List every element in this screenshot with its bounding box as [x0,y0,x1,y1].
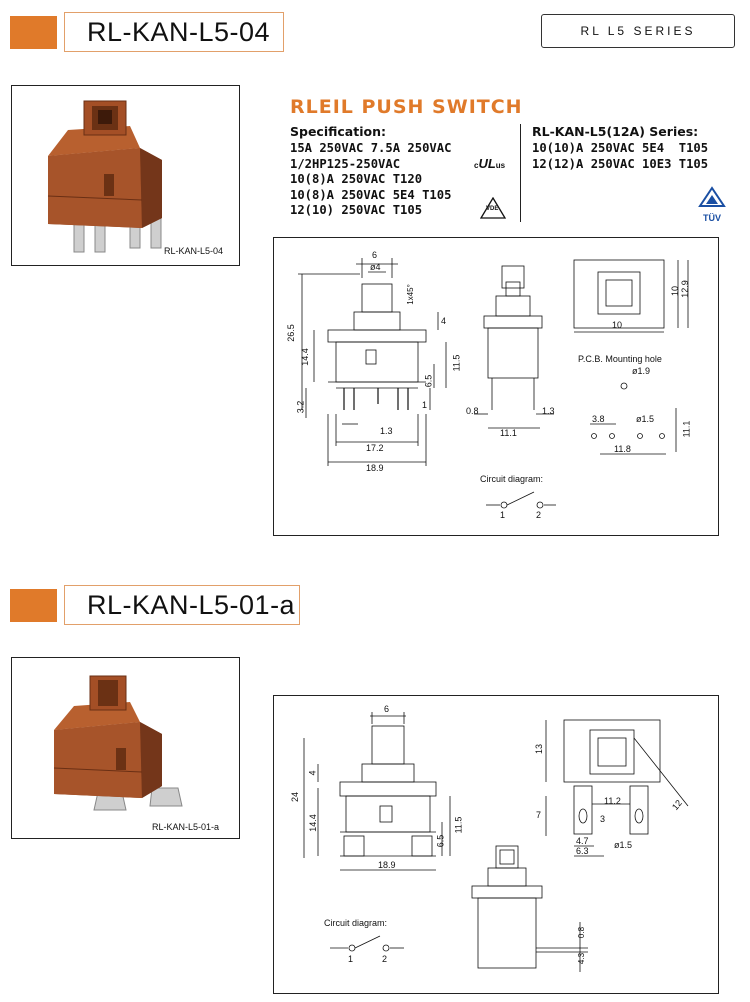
dim-label: 12.9 [679,280,690,298]
terminal-label: 2 [536,510,542,520]
dim-label: ø1.5 [614,840,633,850]
technical-drawing: 6 ø4 1x45° 4 26.5 14.4 11.5 6.5 1 3.2 1.… [273,237,719,536]
spec-heading: Specification: [290,124,386,139]
dim-label: 14.4 [299,348,310,366]
series-heading: RL-KAN-L5(12A) Series: [532,124,699,139]
tuv-text: TÜV [703,213,721,223]
dim-label: 3.2 [295,400,306,414]
dim-label: 24 [290,791,301,803]
dim-label: 4 [307,770,318,776]
pcb-title: P.C.B. Mounting hole [578,354,662,364]
dim-label: 1x45° [405,284,415,305]
spec-divider [520,124,521,222]
switch-photo-image [53,675,183,811]
dim-label: 13 [534,743,545,755]
dim-label: 3 [600,814,606,824]
dim-label: 7 [536,810,542,820]
dim-label: 11.5 [453,816,464,834]
ul-mark: UL [478,156,496,171]
series-list: 10(10)A 250VAC 5E4 T105 12(12)A 250VAC 1… [532,141,708,172]
circuit-label: Circuit diagram: [324,918,388,928]
spec-line: 10(8)A 250VAC 5E4 T105 [290,187,452,202]
technical-drawing: 6 4 24 14.4 11.5 6.5 18.9 13 7 11.2 3 1 2… [273,695,719,994]
dim-label: 0.8 [466,406,479,416]
ul-us: us [495,161,506,170]
dim-label: 10 [612,320,623,330]
dim-label: 18.9 [366,463,384,473]
spec-line: 15A 250VAC 7.5A 250VAC [290,141,452,155]
product-photo: RL-KAN-L5-04 [11,85,240,266]
tuv-certification-icon: TÜV [697,186,727,223]
section-marker [10,589,57,622]
spec-line: 10(8)A 250VAC T120 [290,172,423,187]
dim-label: 6.3 [576,846,589,856]
switch-photo-image [47,100,162,253]
dim-label: 11.8 [614,444,631,454]
dim-label: 1.3 [380,426,393,436]
vde-certification-icon: VDE [479,196,507,219]
spec-title: RLEIL PUSH SWITCH [290,96,523,118]
terminal-label: 2 [382,954,388,964]
section-marker [10,16,57,49]
ul-certification-icon: cULus [474,156,505,171]
model-title: RL-KAN-L5-01-a [64,585,300,625]
product-photo: RL-KAN-L5-01-a [11,657,240,839]
model-title-text: RL-KAN-L5-04 [87,16,271,47]
dim-label: 6.5 [435,834,446,848]
model-title: RL-KAN-L5-04 [64,12,284,52]
series-line: 10(10)A 250VAC 5E4 T105 [532,141,709,155]
dim-label: 4 [441,316,447,326]
series-line: 12(12)A 250VAC 10E3 T105 [532,156,709,171]
dim-label: 6 [372,250,378,260]
dim-label: 11.2 [604,796,621,806]
dim-label: 14.4 [307,814,318,832]
drawing-front-side-top [298,258,689,509]
dim-label: ø4 [370,262,381,272]
circuit-label: Circuit diagram: [480,474,544,484]
dim-label: 11.5 [451,354,462,372]
dim-label: 4.7 [576,836,589,846]
dim-label: 1 [422,400,428,410]
vde-text: VDE [486,206,499,212]
spec-line: 12(10) 250VAC T105 [290,203,423,218]
dim-label: 6.5 [423,374,434,388]
dim-label: 26.5 [285,324,296,342]
terminal-label: 1 [500,510,506,520]
dim-label: 6 [384,704,390,714]
drawing-front-side-top [303,712,689,972]
dim-label: 10 [670,285,681,297]
dim-label: 11.1 [500,428,517,438]
dim-label: 17.2 [366,443,384,453]
dim-label: 1.3 [542,406,555,416]
spec-line: 1/2HP125-250VAC [290,156,401,171]
dim-label: 3.8 [592,414,605,424]
dim-label: 18.9 [378,860,396,870]
terminal-label: 1 [348,954,354,964]
spec-list: 15A 250VAC 7.5A 250VAC 1/2HP125-250VAC 1… [290,141,451,219]
photo-caption: RL-KAN-L5-04 [164,246,224,256]
series-badge: RL L5 SERIES [541,14,735,48]
dim-label: 4.3 [577,952,587,965]
ul-c: c [474,161,479,170]
dim-label: ø1.9 [632,366,651,376]
model-title-text: RL-KAN-L5-01-a [87,589,296,620]
dim-label: ø1.5 [636,414,655,424]
series-badge-text: RL L5 SERIES [580,24,696,38]
photo-caption: RL-KAN-L5-01-a [152,822,220,832]
dim-label: 11.1 [681,420,692,438]
dim-label: 0.8 [577,926,587,939]
